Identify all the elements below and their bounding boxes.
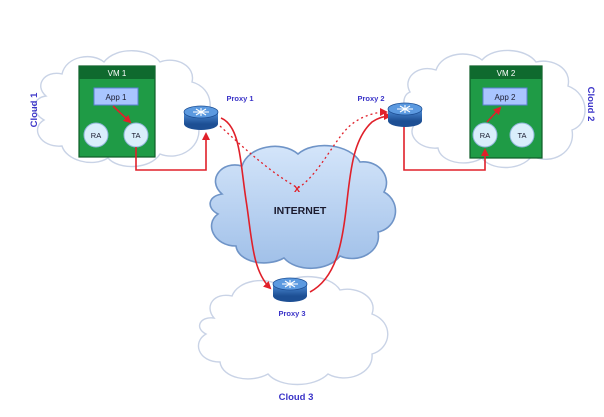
vm-2-title: VM 2 bbox=[497, 69, 516, 78]
ta-node-2-label: TA bbox=[517, 131, 526, 140]
ta-node-1-label: TA bbox=[131, 131, 140, 140]
blocked-marker: x bbox=[294, 183, 301, 195]
ta-node-2[interactable] bbox=[509, 122, 535, 148]
proxy-1-label: Proxy 1 bbox=[226, 94, 253, 103]
vm-2: VM 2 App 2 RA TA bbox=[469, 65, 543, 159]
proxy-2-label: Proxy 2 bbox=[357, 94, 384, 103]
internet-label: INTERNET bbox=[274, 205, 327, 217]
ra-node-2-label: RA bbox=[480, 131, 490, 140]
proxy3-to-proxy2-path bbox=[309, 112, 392, 293]
app-2-box[interactable] bbox=[482, 87, 528, 106]
app-1-box[interactable] bbox=[93, 87, 139, 106]
proxy1-to-proxy3-path bbox=[220, 117, 272, 290]
proxy1-direct-dotted bbox=[219, 125, 299, 189]
ra-node-2[interactable] bbox=[472, 122, 498, 148]
ra-to-app2-arrow bbox=[486, 106, 502, 123]
router-icon bbox=[272, 277, 308, 302]
app1-to-ta-arrow bbox=[112, 105, 132, 124]
proxy2-to-ra-path bbox=[403, 126, 489, 171]
proxy-1[interactable]: Proxy 1 bbox=[183, 94, 254, 130]
vm-1: VM 1 App 1 RA TA bbox=[78, 65, 156, 158]
proxy-2[interactable]: Proxy 2 bbox=[357, 94, 423, 127]
cloud-icon bbox=[209, 144, 397, 269]
ra-node-1-label: RA bbox=[91, 131, 101, 140]
traffic-paths bbox=[112, 105, 502, 293]
vm-2-header bbox=[470, 66, 542, 79]
proxy-3-label: Proxy 3 bbox=[278, 309, 305, 318]
router-icon bbox=[183, 105, 219, 130]
cloud-1-label: Cloud 1 bbox=[29, 92, 40, 128]
app-1-label: App 1 bbox=[106, 93, 127, 102]
ra-node-1[interactable] bbox=[83, 122, 109, 148]
internet-cloud: INTERNET bbox=[209, 144, 397, 269]
vm-1-title: VM 1 bbox=[108, 69, 127, 78]
proxy-3[interactable]: Proxy 3 bbox=[272, 277, 308, 318]
blocked-path bbox=[219, 108, 388, 189]
router-icon bbox=[387, 102, 423, 127]
vm-1-header bbox=[79, 66, 155, 79]
app-2-label: App 2 bbox=[495, 93, 516, 102]
ta-to-proxy1-path bbox=[135, 132, 210, 171]
cloud-3-label: Cloud 3 bbox=[279, 392, 314, 403]
cloud-2-label: Cloud 2 bbox=[585, 87, 596, 122]
